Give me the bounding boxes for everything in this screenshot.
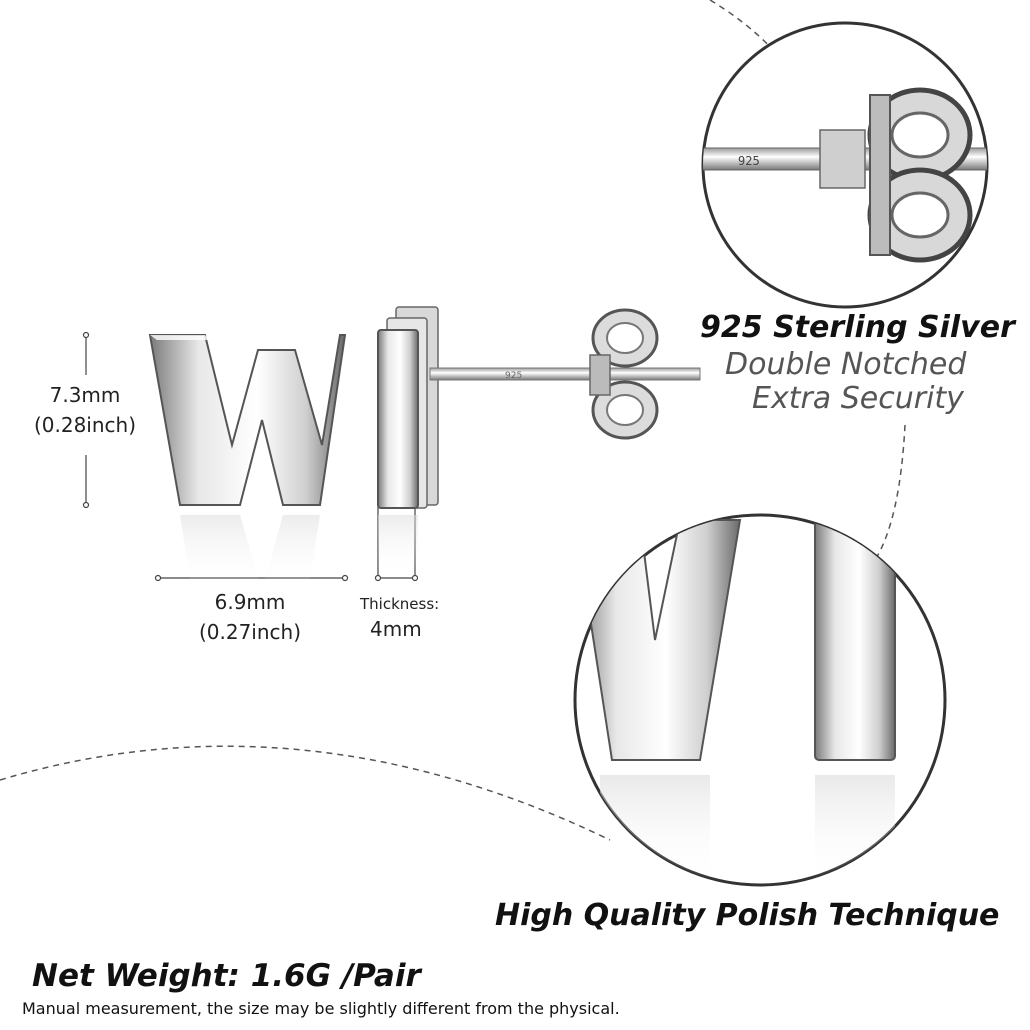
width-mm: 6.9mm xyxy=(214,590,286,614)
zoom-circle-polish xyxy=(573,513,947,887)
zoom-circle-clasp: 925 xyxy=(701,21,989,309)
height-inch: (0.28inch) xyxy=(33,413,137,437)
polish-title: High Quality Polish Technique xyxy=(495,898,1000,933)
height-measure-line xyxy=(82,331,90,509)
stamp-closeup: 925 xyxy=(738,154,760,168)
measurement-note: Manual measurement, the size may be slig… xyxy=(22,999,620,1018)
back-line1: Double Notched xyxy=(725,347,967,382)
dashed-arc-top xyxy=(709,0,791,71)
thickness-value: 4mm xyxy=(370,617,422,641)
letter-w-earring xyxy=(148,334,347,590)
material-title: 925 Sterling Silver xyxy=(700,310,1015,345)
stamp-side: 925 xyxy=(505,371,522,381)
height-mm: 7.3mm xyxy=(49,383,121,407)
back-line2: Extra Security xyxy=(752,381,964,416)
side-view-earring: 925 xyxy=(377,306,701,575)
dashed-arc-left xyxy=(0,745,611,841)
weight-title: Net Weight: 1.6G /Pair xyxy=(32,958,421,994)
dashed-arc-right xyxy=(874,424,906,561)
width-inch: (0.27inch) xyxy=(198,620,302,644)
width-label: 6.9mm (0.27inch) xyxy=(170,587,330,647)
height-label: 7.3mm (0.28inch) xyxy=(0,380,170,440)
thickness-label: Thickness: xyxy=(360,595,440,613)
